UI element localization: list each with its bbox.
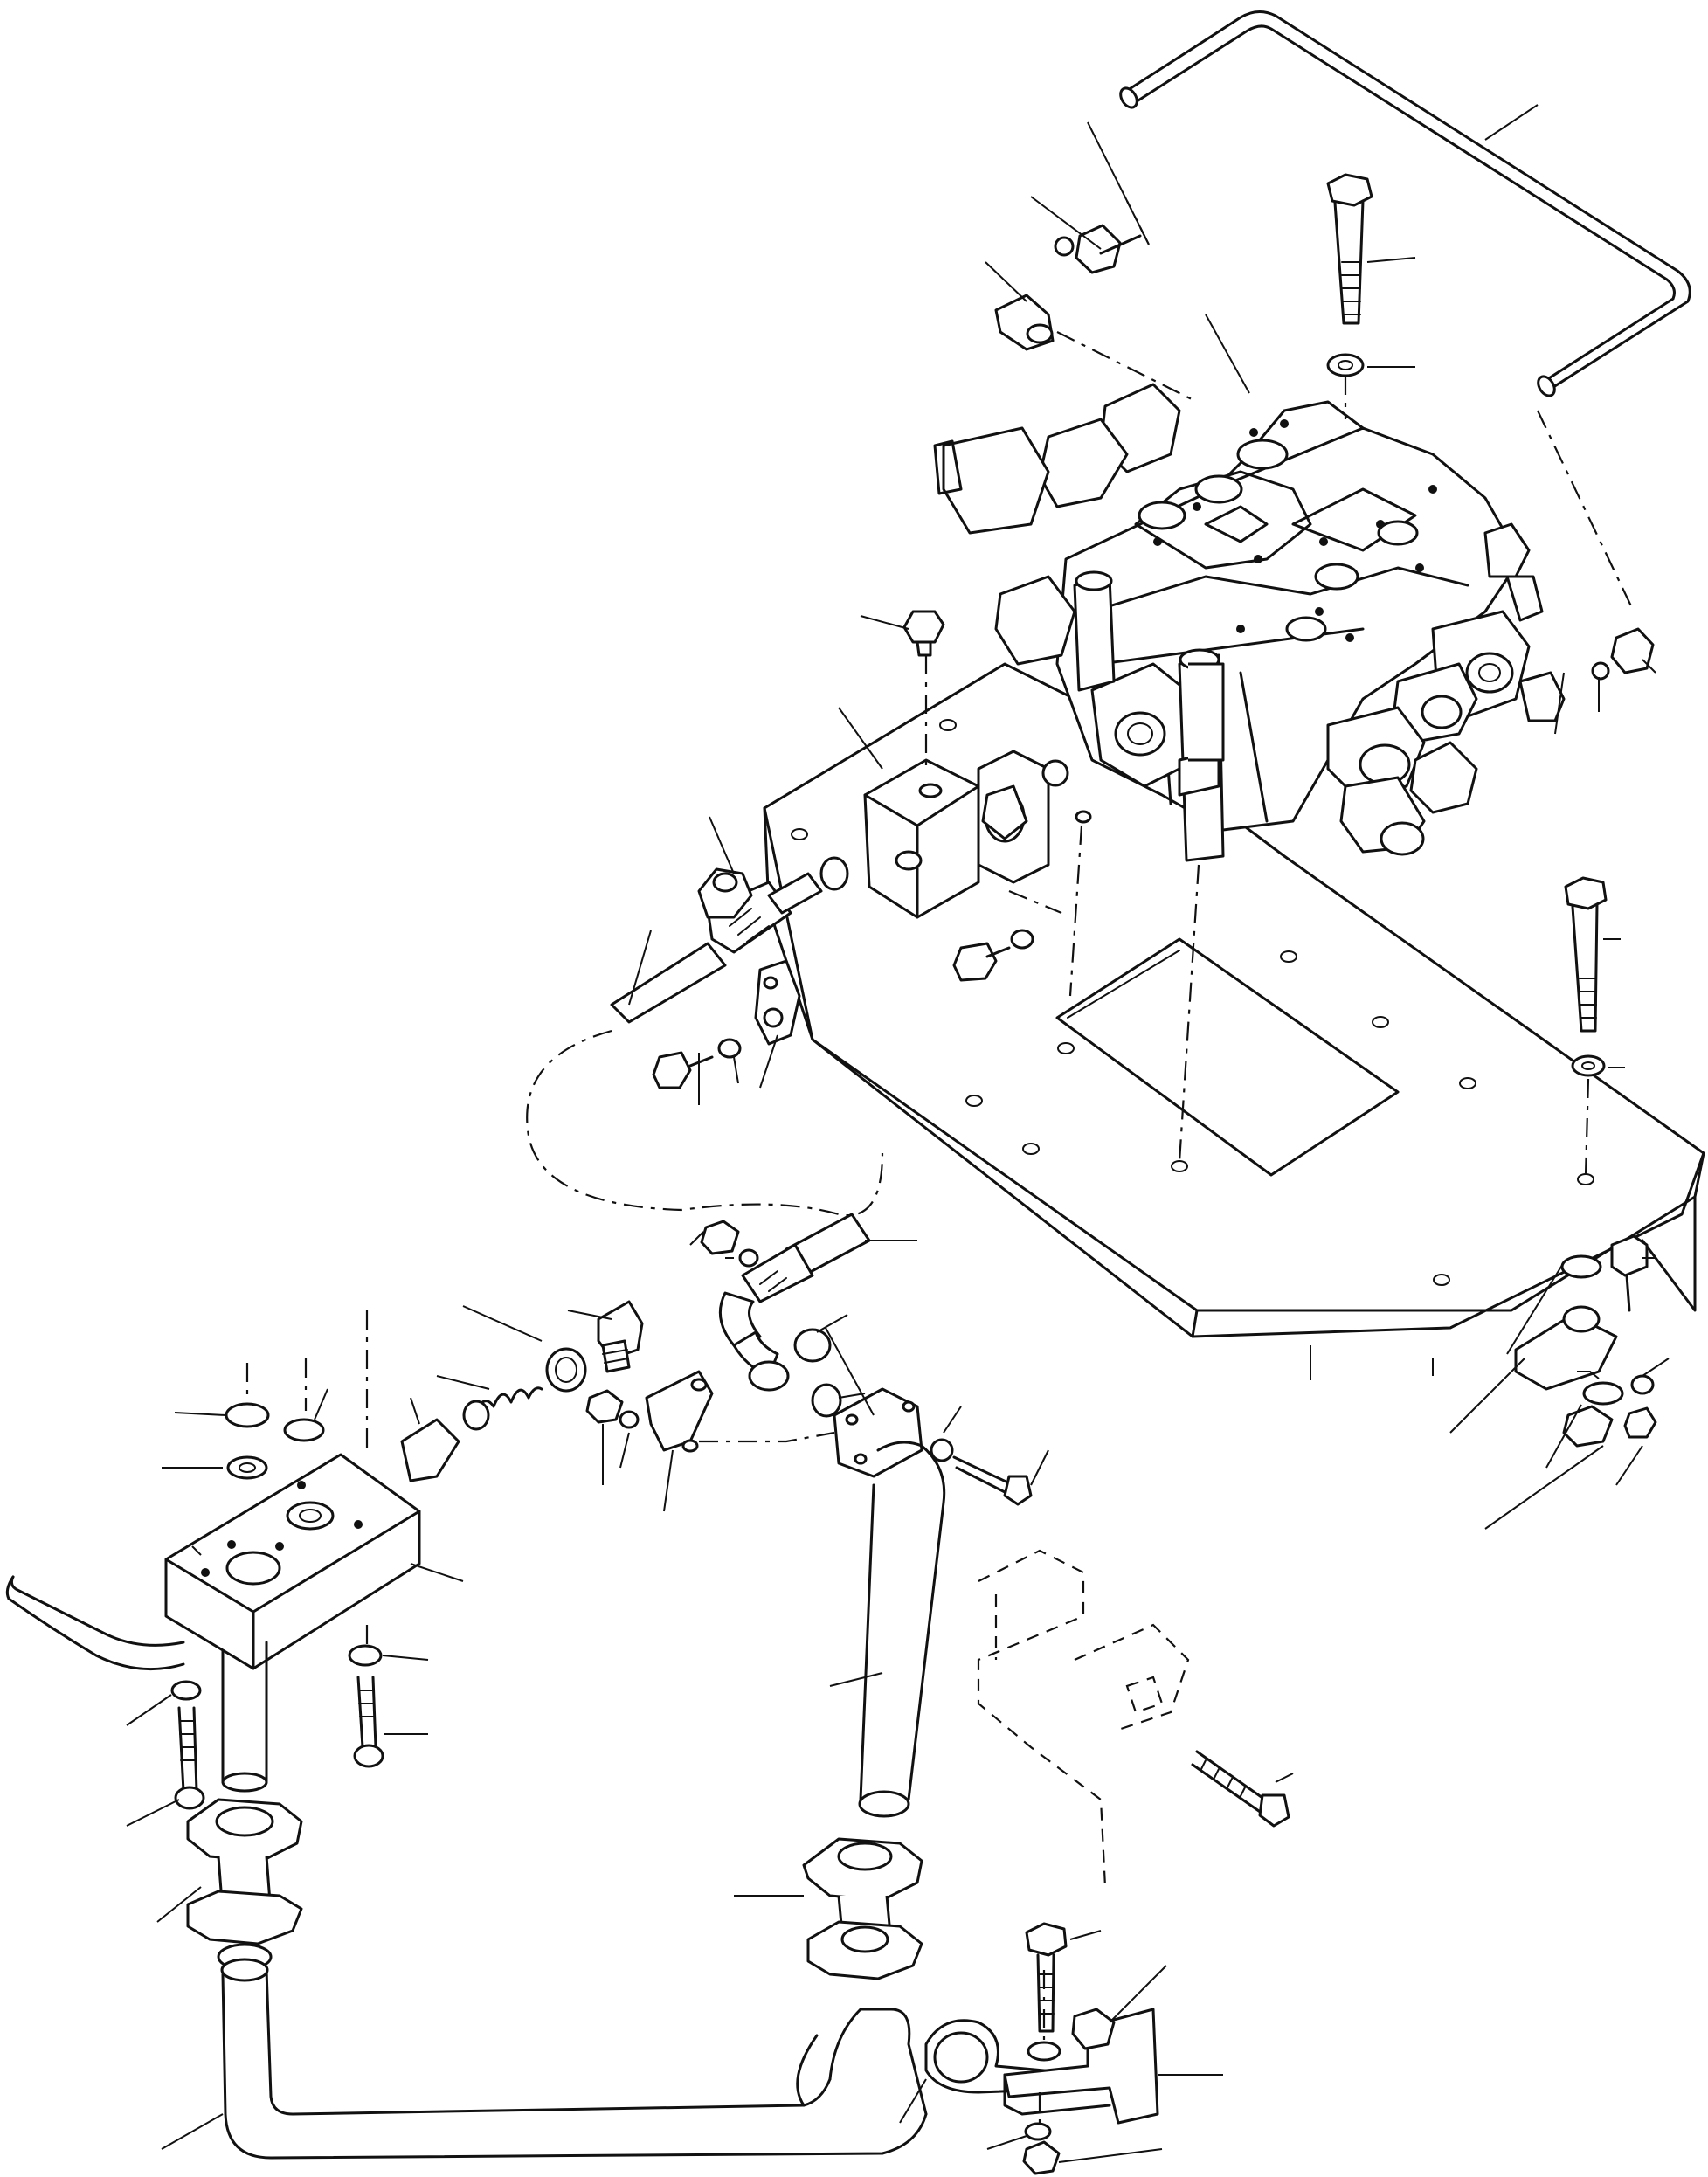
elbow-fitting-right (1518, 671, 1566, 722)
washer-top (1054, 236, 1075, 257)
pipe-clamp-right (802, 1837, 923, 1980)
manifold-outlet-pipe (221, 1641, 268, 1793)
screw-adapter-top (902, 610, 945, 644)
washer-bracket (1024, 2122, 1052, 2141)
cap-screw-adapter (952, 942, 998, 982)
bolt-pipe-flange (952, 1455, 1033, 1506)
bracket-angle (1003, 2008, 1159, 2125)
washer-manifold-right (348, 1644, 383, 1667)
washer-right-bolt (1571, 1054, 1606, 1077)
pipe-clamp-left (186, 1798, 303, 1971)
cap-screw-flange (652, 1051, 692, 1089)
nut-top (1075, 224, 1122, 274)
solenoid-left (942, 426, 1050, 535)
manifold-inlet-pipe (5, 1575, 185, 1671)
return-pipe-vertical (833, 1387, 946, 1818)
split-flange-lower (754, 959, 801, 1046)
washer-right (1591, 661, 1610, 681)
nut-right (1610, 627, 1655, 674)
return-pipe-lower (220, 1958, 928, 2160)
control-valve-block (933, 383, 1544, 862)
callout-leaders (126, 104, 1670, 2163)
nut-bracket-lower (1022, 2140, 1061, 2175)
adapter-block (863, 758, 980, 919)
bolt-manifold-right (353, 1676, 384, 1768)
o-ring-adapter (1041, 759, 1069, 787)
washer-pipe-flange (930, 1438, 954, 1462)
nut-small (585, 1389, 624, 1424)
washer-p-clamp (1027, 2041, 1061, 2062)
o-ring-manifold-a (225, 1402, 270, 1428)
bolt-manifold-left (174, 1706, 205, 1810)
plate-holes (791, 719, 1594, 1286)
dowel-adapter (1075, 810, 1092, 824)
hose-fitting-right (793, 1328, 832, 1363)
relief-valve-plug (597, 1300, 644, 1373)
relief-spring (462, 1386, 543, 1431)
o-ring-manifold-b (283, 1418, 325, 1442)
washer-small (619, 1410, 640, 1429)
washer-hose (738, 1248, 759, 1268)
manifold-block (164, 1453, 421, 1670)
nut-bracket (1071, 2008, 1116, 2050)
flange-adapter-plate (977, 750, 1050, 884)
washer-flange (717, 1038, 742, 1059)
bolt-frame (1191, 1750, 1290, 1828)
solenoid-lower-left (994, 575, 1076, 666)
split-flange-center (645, 1370, 714, 1453)
relief-poppet (400, 1418, 460, 1482)
plate-cutout (1055, 937, 1400, 1177)
pipe-flange-square (833, 1387, 923, 1478)
o-ring-hose (819, 856, 849, 891)
bolt-p-clamp (1025, 1922, 1068, 2033)
washer-adapter (1010, 929, 1034, 950)
o-ring-lower (811, 1383, 842, 1418)
washer-under-bolt (1326, 353, 1365, 377)
bolt-long-right (1564, 876, 1608, 1033)
nut-hose (700, 1220, 740, 1255)
seal-ring-relief (545, 1347, 587, 1393)
isolator-mount (1514, 1234, 1657, 1448)
hose-center-assembly (718, 1213, 871, 1418)
split-flange-upper (697, 867, 753, 919)
pipe-elbow-fitting-top (994, 294, 1055, 351)
top-return-pipe (1119, 10, 1691, 397)
phantom-frame-bracket (977, 1549, 1190, 1888)
washer-manifold-bolt (170, 1680, 202, 1701)
bolt-long-top (1326, 173, 1373, 325)
washer-manifold (226, 1455, 268, 1480)
